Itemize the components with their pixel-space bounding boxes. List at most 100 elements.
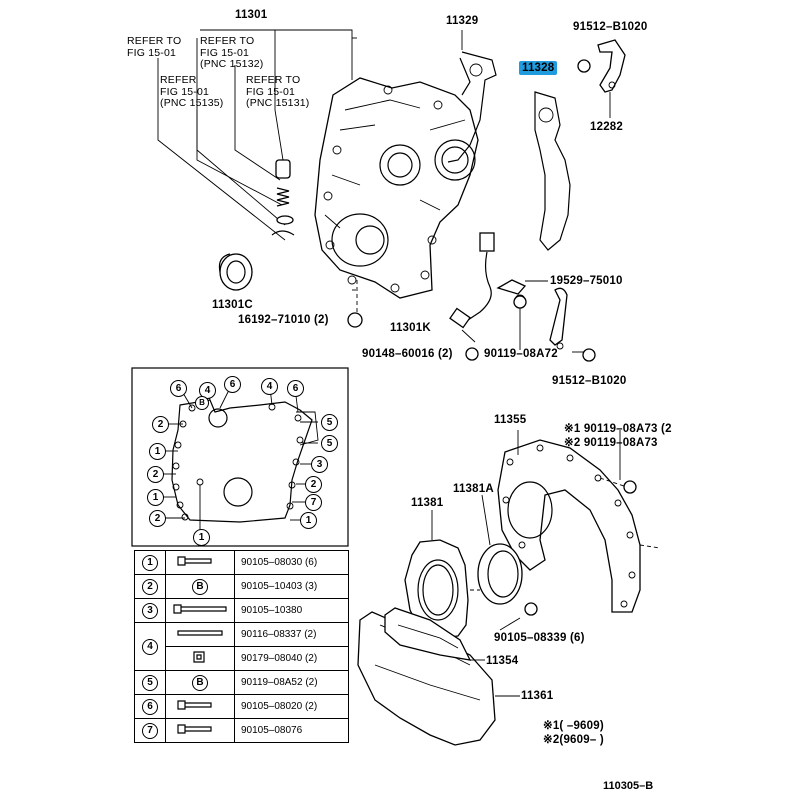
bolt-table-row: 7 90105–08076	[134, 718, 349, 743]
bolt-key-number: 3	[142, 602, 158, 619]
inset-marker-b: B	[195, 396, 209, 410]
bolt-key-number: 7	[142, 722, 158, 739]
bolt-table-row: 3 90105–10380	[134, 598, 349, 623]
bolt-key-number: 4	[142, 638, 158, 655]
inset-marker: 7	[305, 494, 322, 511]
bolt-table-row: 1 90105–08030 (6)	[134, 550, 349, 575]
bolt-key: 4	[134, 622, 166, 671]
inset-marker: 1	[149, 443, 166, 460]
part-label-11354: 11354	[486, 655, 519, 667]
b-circle-markers	[347, 59, 637, 616]
seal-retainer-11381	[404, 510, 469, 639]
inset-frame	[131, 367, 349, 547]
stud-icon	[165, 622, 235, 647]
bolt-key-number: 5	[142, 674, 158, 691]
bolt-part-number: 90116–08337 (2)	[234, 622, 349, 647]
rear-plate-11355	[497, 430, 661, 613]
diagram-id: 110305–B	[603, 780, 654, 792]
part-label-11361: 11361	[521, 690, 554, 702]
bolt-table-row: 90179–08040 (2)	[135, 646, 349, 671]
part-label-11329: 11329	[446, 15, 479, 27]
bolt-part-number: 90105–08020 (2)	[234, 694, 349, 719]
part-label-16192: 16192–71010 (2)	[238, 314, 329, 326]
inset-marker: 2	[152, 416, 169, 433]
oil-seal-11381a	[470, 494, 523, 605]
date-note-2: ※2(9609– )	[543, 734, 604, 746]
inset-marker: 1	[147, 489, 164, 506]
bolt-key: 7	[134, 718, 166, 743]
bolt-key: 3	[134, 598, 166, 623]
inset-marker: 6	[224, 376, 241, 393]
part-label-11355: 11355	[494, 414, 527, 426]
part-label-11381a: 11381A	[453, 483, 494, 495]
bolt-part-number: 90105–10380	[234, 598, 349, 623]
part-label-90119-a72: 90119–08A72	[484, 348, 558, 360]
bolt-part-number: 90179–08040 (2)	[234, 646, 349, 671]
gasket-11329	[447, 30, 497, 163]
inset-marker: 3	[311, 456, 328, 473]
oil-seal-11301c	[218, 253, 253, 291]
part-label-11301c: 11301C	[212, 299, 253, 311]
bolt-icon	[165, 694, 235, 719]
inset-marker: 6	[287, 380, 304, 397]
B-icon: B	[165, 670, 235, 695]
timing-cover-11301	[314, 77, 479, 299]
star-note-2: ※2 90119–08A73	[564, 437, 658, 449]
inset-marker: 5	[321, 435, 338, 452]
oil-pump-relief-parts	[271, 159, 295, 236]
inset-marker: 2	[305, 476, 322, 493]
bolt-table-row: 4 90116–08337 (2)	[134, 622, 349, 671]
long-bolt-icon	[165, 598, 235, 623]
bracket-12282	[578, 39, 626, 118]
bolt-icon	[165, 718, 235, 743]
bolt-key: 5	[134, 670, 166, 695]
bolt-key: 6	[134, 694, 166, 719]
bolt-part-number: 90105–08030 (6)	[234, 550, 349, 575]
nut-icon	[165, 646, 235, 671]
bolt-key-number: 1	[142, 554, 158, 571]
inset-marker: 5	[321, 414, 338, 431]
inset-cover-outline	[162, 383, 319, 530]
bolt-part-number: 90105–08076	[234, 718, 349, 743]
bolt-part-number: 90105–10403 (3)	[234, 574, 349, 599]
bolt-key-number: 2	[142, 578, 158, 595]
part-label-90148: 90148–60016 (2)	[362, 348, 453, 360]
inset-marker: 6	[170, 380, 187, 397]
part-label-12282: 12282	[590, 121, 623, 133]
bolt-icon	[165, 550, 235, 575]
part-label-91512-bottom: 91512–B1020	[552, 375, 627, 387]
bolt-key: 1	[134, 550, 166, 575]
inset-marker: 2	[149, 510, 166, 527]
inset-marker: 2	[147, 466, 164, 483]
part-label-90105-08339: 90105–08339 (6)	[494, 632, 585, 644]
part-label-11381: 11381	[411, 497, 444, 509]
gasket-11328	[534, 91, 571, 251]
part-label-11301k: 11301K	[390, 322, 431, 334]
part-label-11301: 11301	[235, 9, 268, 21]
date-note-1: ※1( –9609)	[543, 720, 604, 732]
part-label-19529: 19529–75010	[550, 275, 623, 287]
baffle-11354	[384, 607, 521, 661]
bolt-key-number: 6	[142, 698, 158, 715]
bolt-table-row: 6 90105–08020 (2)	[134, 694, 349, 719]
inset-marker-center: 1	[193, 529, 210, 546]
reference-leaders	[157, 29, 353, 241]
bracket-19529	[496, 279, 585, 353]
sensor-11301k	[449, 232, 495, 343]
part-label-11328-highlighted[interactable]: 11328	[519, 61, 558, 75]
B-icon: B	[165, 574, 235, 599]
bolt-part-number: 90119–08A52 (2)	[234, 670, 349, 695]
inset-marker: 1	[300, 512, 317, 529]
part-label-91512-top: 91512–B1020	[573, 21, 648, 33]
inset-marker: 4	[261, 378, 278, 395]
star-note-1: ※1 90119–08A73 (2	[564, 423, 672, 435]
bolt-key: 2	[134, 574, 166, 599]
